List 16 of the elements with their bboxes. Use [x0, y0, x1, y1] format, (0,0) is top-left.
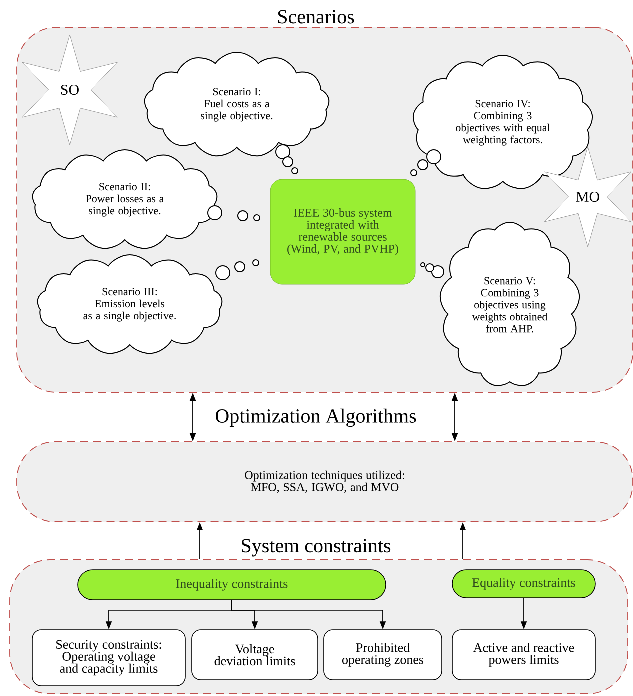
thought-cloud: Scenario II: Power losses as a single objective. [32, 150, 218, 250]
panel-title: System constraints [242, 539, 391, 557]
thought-cloud: Scenario I: Fuel costs as a single objective. [144, 52, 330, 157]
panel-title: Optimization Algorithms [216, 408, 416, 428]
constraint-box: Active and reactive powers limits [452, 630, 596, 680]
constraint-box: Prohibited operating zones [324, 630, 442, 680]
system-box: IEEE 30-bus system integrated with renewable sources (Wind, PV, and PVHP) [270, 179, 416, 285]
constraint-pill: Equality constraints [452, 570, 596, 598]
constraint-box: Voltage deviation limits [192, 630, 318, 680]
dashed-panel: Optimization techniques utilized: MFO, SSA, IGWO, and MVO [16, 442, 633, 522]
constraint-box: Security constraints: Operating voltage and capacity limits [32, 630, 186, 686]
panel-title: Scenarios [278, 10, 354, 24]
thought-cloud: Scenario IV: Combining 3 objectives with equal weighting factors. [412, 55, 594, 190]
constraint-pill: Inequality constraints [78, 570, 386, 600]
thought-cloud: Scenario III: Emission levels as a single objective. [37, 254, 223, 354]
thought-cloud: Scenario V: Combining 3 objectives using weights obtained from AHP. [440, 222, 580, 386]
